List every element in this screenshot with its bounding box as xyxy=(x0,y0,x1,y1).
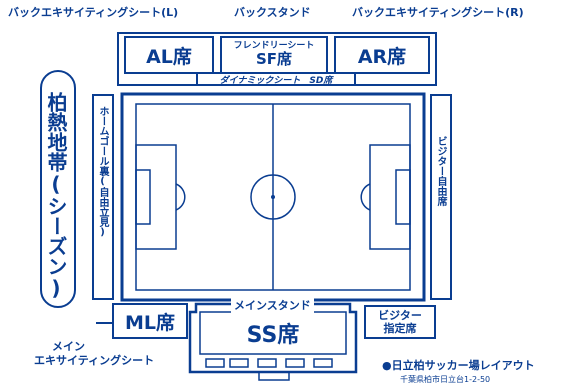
kashiwa-hot-zone-badge[interactable]: 柏熱地帯(シーズン) xyxy=(40,70,76,308)
home-goal-label: ホームゴール裏(自由立見) xyxy=(97,106,108,238)
visitor-reserved-label-1: ビジター xyxy=(378,308,422,322)
main-stand-label: メインスタンド xyxy=(231,297,314,313)
main-stand-entrance xyxy=(258,371,290,381)
center-spot xyxy=(271,195,275,199)
back-exciting-left-label: バックエキサイティングシート(L) xyxy=(8,6,179,19)
ml-seat-label: ML席 xyxy=(124,311,175,334)
address-text: 千葉県柏市日立台1-2-50 xyxy=(400,375,491,384)
ar-seat-block[interactable]: AR席 xyxy=(334,36,430,74)
center-circle xyxy=(250,174,296,220)
visitor-free-stand[interactable]: ビジター自由席 xyxy=(430,94,452,300)
right-penalty-area xyxy=(369,144,411,250)
ar-seat-label: AR席 xyxy=(357,45,407,68)
main-stand-outline xyxy=(188,302,358,374)
main-stand-gate-4 xyxy=(285,358,305,368)
sf-seat-sublabel: フレンドリーシート xyxy=(233,41,315,52)
ss-seat-label[interactable]: SS席 xyxy=(246,323,300,348)
main-exciting-label-1: メイン xyxy=(52,340,85,353)
layout-title: ●日立柏サッカー場レイアウト xyxy=(382,359,535,372)
visitor-reserved-block[interactable]: ビジター 指定席 xyxy=(364,305,436,339)
main-exciting-label-2: エキサイティングシート xyxy=(34,354,155,367)
back-stand-label: バックスタンド xyxy=(234,6,311,19)
al-seat-block[interactable]: AL席 xyxy=(124,36,214,74)
ml-seat-block[interactable]: ML席 xyxy=(112,303,188,339)
sd-seat-block[interactable]: ダイナミックシート SD席 xyxy=(196,72,356,86)
main-stand-gate-2 xyxy=(229,358,249,368)
visitor-free-label: ビジター自由席 xyxy=(435,136,446,206)
kashiwa-hot-zone-label: 柏熱地帯(シーズン) xyxy=(44,92,68,300)
main-stand-gate-3 xyxy=(257,358,277,368)
right-goal-area xyxy=(395,169,411,225)
main-stand-gate-5 xyxy=(313,358,333,368)
left-goal-area xyxy=(135,169,151,225)
right-penalty-arc xyxy=(360,183,371,211)
visitor-reserved-label-2: 指定席 xyxy=(383,322,417,335)
sd-seat-label: ダイナミックシート SD席 xyxy=(219,75,333,86)
main-stand-gate-1 xyxy=(205,358,225,368)
left-penalty-area xyxy=(135,144,177,250)
left-penalty-arc xyxy=(175,183,186,211)
sf-seat-block[interactable]: フレンドリーシート SF席 xyxy=(220,36,328,74)
sf-seat-label: SF席 xyxy=(255,49,293,68)
al-seat-label: AL席 xyxy=(146,45,192,68)
back-exciting-right-label: バックエキサイティングシート(R) xyxy=(352,6,524,19)
home-goal-stand[interactable]: ホームゴール裏(自由立見) xyxy=(92,94,114,300)
